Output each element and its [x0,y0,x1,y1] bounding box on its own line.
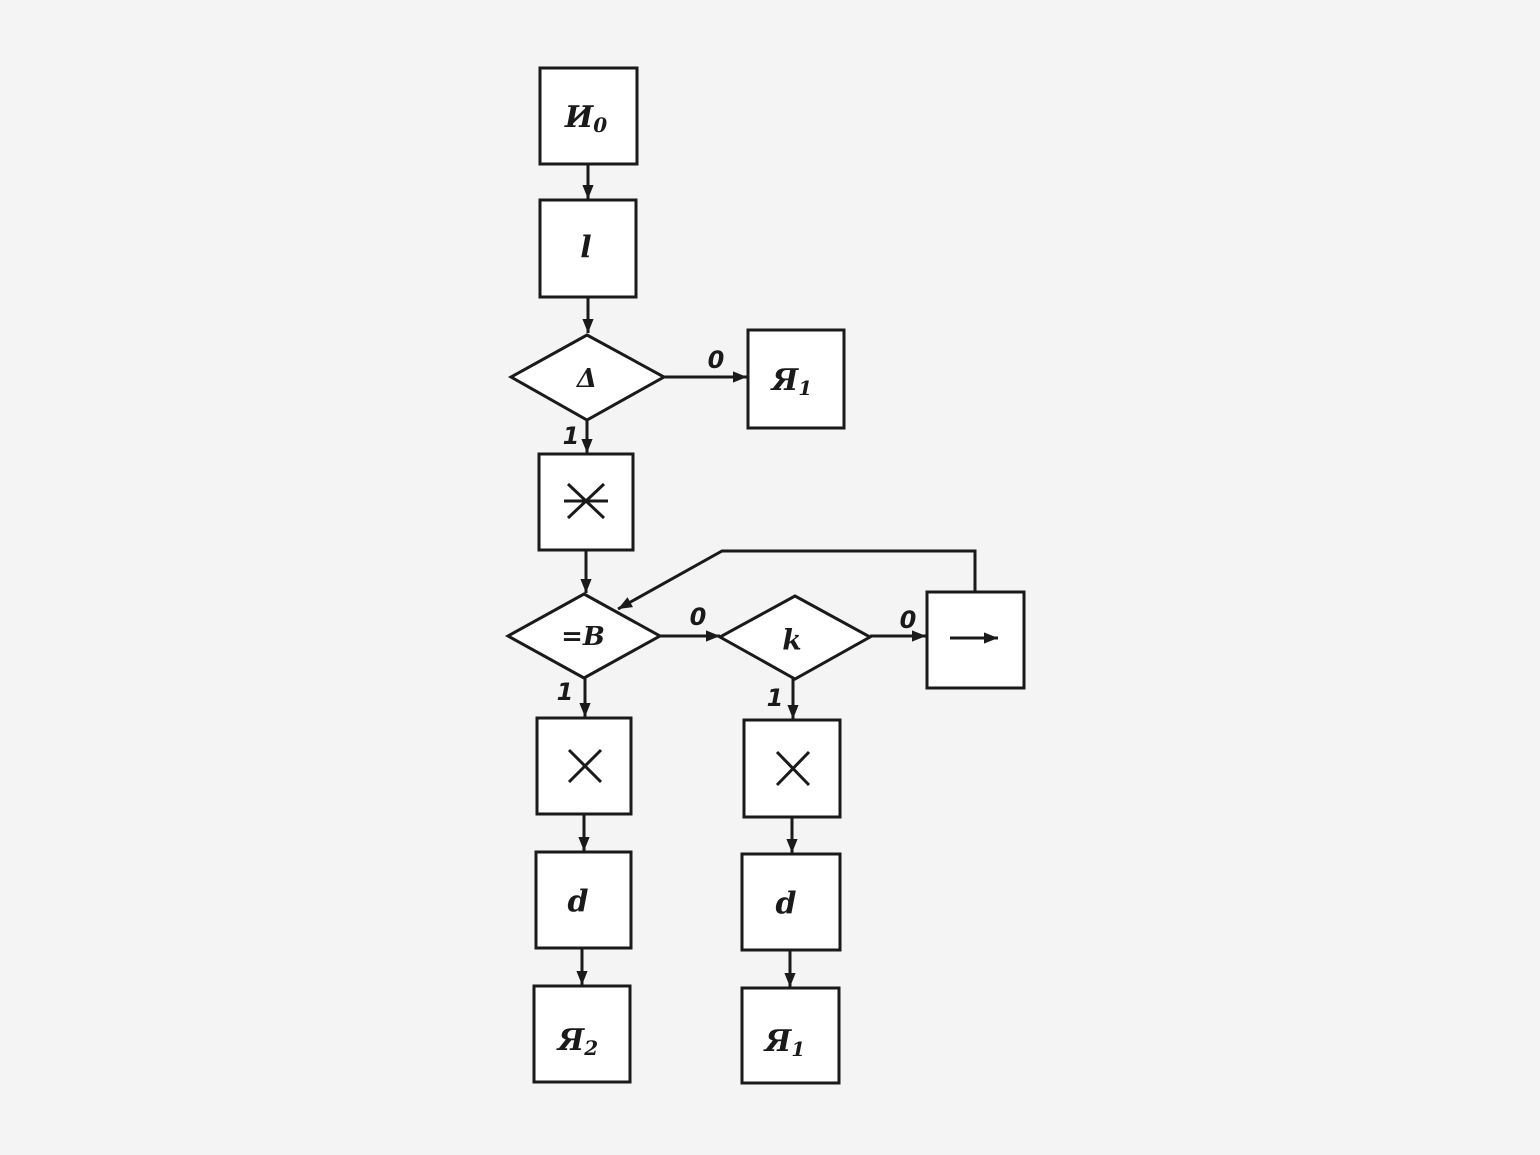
asterisk-icon [564,482,608,520]
node-k-decision: k [716,594,874,681]
node-ya2-subscript: 2 [583,1036,598,1060]
node-io-label: И [564,100,595,135]
svg-text:Я1: Я1 [763,1024,805,1062]
node-l: l [538,198,638,299]
node-shift [925,590,1026,690]
edge-label-eqb-1: 1 [557,678,574,706]
node-d-right: d [740,852,842,952]
edge-label-delta-1: 1 [563,422,580,450]
edge-label-k-0: 0 [900,606,917,634]
node-ya1-top-subscript: 1 [798,376,812,400]
node-d-left-label: d [568,885,589,920]
node-io-subscript: 0 [593,113,607,137]
svg-text:И0: И0 [564,100,607,138]
node-delta-decision: Δ [507,333,668,422]
node-d-left: d [534,850,633,950]
node-ya1-bottom-subscript: 1 [791,1037,805,1061]
node-ya1-top: Я1 [746,328,846,430]
node-ya1-top-label: Я [770,363,800,398]
node-star [537,452,635,552]
node-ya1-bottom-label: Я [763,1024,793,1059]
node-delta-label: Δ [575,364,597,394]
node-io: И0 [538,66,639,166]
edge-label-delta-0: 0 [708,346,725,374]
node-eqb-decision: =B [504,592,664,680]
edge-label-k-1: 1 [767,684,784,712]
node-x-right [742,718,842,819]
svg-text:Я2: Я2 [556,1023,598,1061]
cross-icon [775,750,811,787]
node-l-label: l [580,231,591,266]
node-eqb-label: =B [561,622,605,652]
node-ya2-label: Я [556,1023,586,1058]
node-x-left [535,716,633,816]
node-ya2: Я2 [532,984,632,1084]
svg-text:Я1: Я1 [770,363,812,401]
branch-labels: 0 1 0 1 0 1 [557,346,917,712]
connectors [576,164,977,987]
edge-shift-loop-to-eqb [617,549,977,611]
edge-label-eqb-0: 0 [690,603,707,631]
node-d-right-label: d [776,887,797,922]
node-ya1-bottom: Я1 [740,986,841,1085]
node-k-label: k [782,624,801,657]
cross-icon [567,748,603,784]
